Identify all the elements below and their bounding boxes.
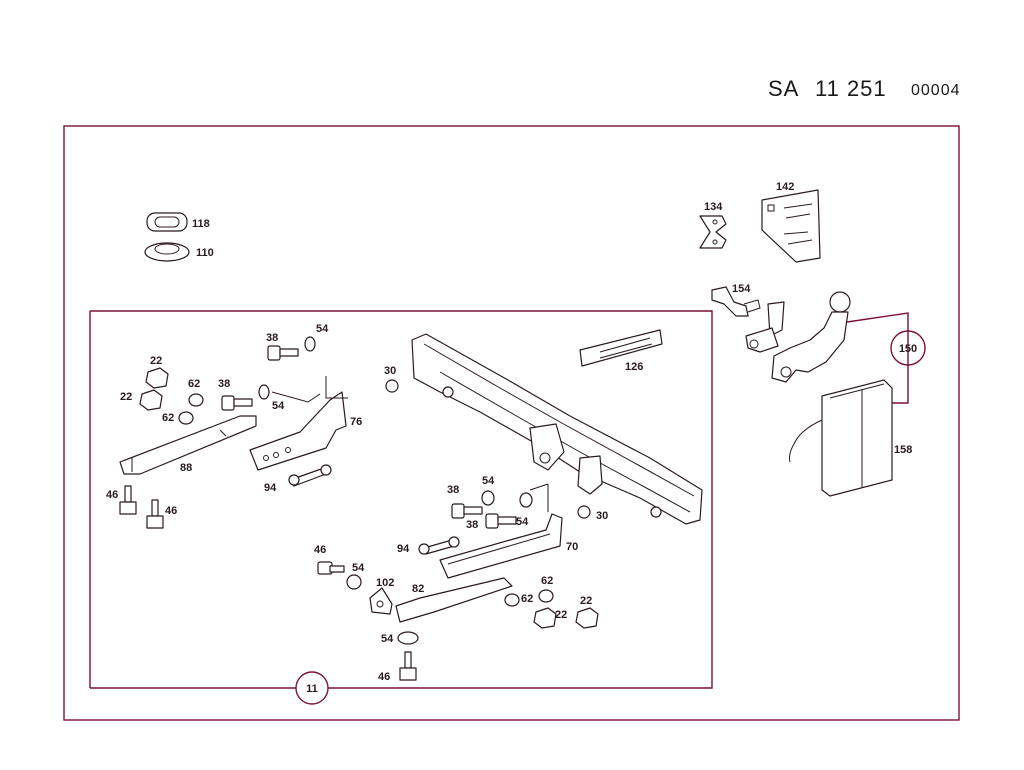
part-bracket-76: [249, 391, 347, 471]
label-70: 70: [566, 541, 578, 553]
part-washer-62-a: [188, 393, 204, 407]
group-badge-11[interactable]: 11: [295, 671, 329, 705]
label-22-a: 22: [150, 355, 162, 367]
label-38-c: 38: [447, 484, 459, 496]
part-tow-ball-hitch: [745, 291, 851, 383]
part-bracket-70: [439, 513, 563, 579]
label-38-d: 38: [466, 519, 478, 531]
part-washer-54-b: [258, 384, 270, 400]
part-wiring-kit-158: [789, 379, 893, 497]
svg-text:11: 11: [306, 683, 318, 695]
label-30-a: 30: [384, 365, 396, 377]
part-bolt-38-c: [451, 503, 483, 519]
part-nut-22-a: [145, 367, 169, 389]
part-bracket-88: [119, 415, 257, 475]
diagram-code-prefix: SA: [768, 76, 800, 101]
svg-text:150: 150: [899, 343, 917, 355]
part-washer-54-e: [346, 574, 362, 590]
outer-frame: [63, 125, 960, 721]
label-94-a: 94: [264, 482, 277, 494]
part-crossmember: [411, 333, 703, 525]
sheet-reference: 00004: [911, 82, 961, 99]
label-102: 102: [376, 577, 394, 589]
part-washer-54-c: [481, 490, 495, 506]
label-46-b: 46: [165, 505, 177, 517]
part-bolt-46-b: [146, 499, 164, 529]
part-nut-22-b: [139, 389, 163, 411]
inner-group-frame: [90, 310, 713, 689]
part-bolt-46-d: [399, 651, 417, 681]
label-54-a: 54: [316, 323, 329, 335]
label-54-e: 54: [352, 562, 365, 574]
part-grommet-110: [144, 242, 190, 262]
diagram-code-number: 11 251: [815, 76, 887, 101]
label-126: 126: [625, 361, 643, 373]
part-stay-94-upper: [288, 464, 332, 487]
label-62-d: 62: [521, 593, 533, 605]
label-158: 158: [894, 444, 912, 456]
label-54-f: 54: [381, 633, 394, 645]
label-134: 134: [704, 201, 723, 213]
part-key-154: [711, 286, 761, 317]
label-54-c: 54: [482, 475, 495, 487]
part-washer-54-d: [519, 492, 533, 508]
label-118: 118: [192, 218, 210, 230]
label-46-a: 46: [106, 489, 118, 501]
label-76: 76: [350, 416, 362, 428]
part-washer-62-d: [504, 593, 520, 607]
label-46-d: 46: [378, 671, 390, 683]
label-54-d: 54: [516, 516, 529, 528]
part-plug-30-upper: [385, 379, 399, 393]
label-38-a: 38: [266, 332, 278, 344]
label-110: 110: [196, 247, 214, 259]
part-washer-62-c: [538, 589, 554, 603]
part-stay-94-lower: [418, 536, 460, 555]
hitch-group-bracket: [846, 312, 909, 404]
part-clip-134: [699, 215, 727, 249]
part-bolt-38-d: [485, 513, 517, 529]
label-62-c: 62: [541, 575, 553, 587]
group-badge-150[interactable]: 150: [890, 330, 926, 366]
label-62-a: 62: [188, 378, 200, 390]
part-nut-22-d: [575, 607, 599, 629]
label-22-d: 22: [580, 595, 592, 607]
label-94-b: 94: [397, 543, 410, 555]
label-46-c: 46: [314, 544, 326, 556]
part-bracket-102: [369, 587, 393, 615]
label-62-b: 62: [162, 412, 174, 424]
label-38-b: 38: [218, 378, 230, 390]
label-30-b: 30: [596, 510, 608, 522]
label-82: 82: [412, 583, 424, 595]
part-plug-30-lower: [577, 505, 591, 519]
label-22-b: 22: [120, 391, 132, 403]
label-154: 154: [732, 283, 751, 295]
part-washer-62-b: [178, 411, 194, 425]
part-label-126: [579, 329, 663, 367]
label-88: 88: [180, 462, 192, 474]
label-22-c: 22: [555, 609, 567, 621]
part-bolt-38-b: [221, 395, 253, 411]
part-bolt-46-a: [119, 485, 137, 515]
part-bolt-38-a: [267, 345, 299, 361]
part-instruction-plate-142: [761, 189, 821, 263]
label-142: 142: [776, 181, 794, 193]
part-bracket-82: [395, 577, 513, 623]
part-ring-118: [146, 212, 188, 232]
part-washer-54-f: [397, 631, 419, 645]
part-nut-22-c: [533, 607, 557, 629]
part-bolt-46-c: [317, 561, 345, 575]
part-washer-54-a: [304, 336, 316, 352]
label-54-b: 54: [272, 400, 285, 412]
